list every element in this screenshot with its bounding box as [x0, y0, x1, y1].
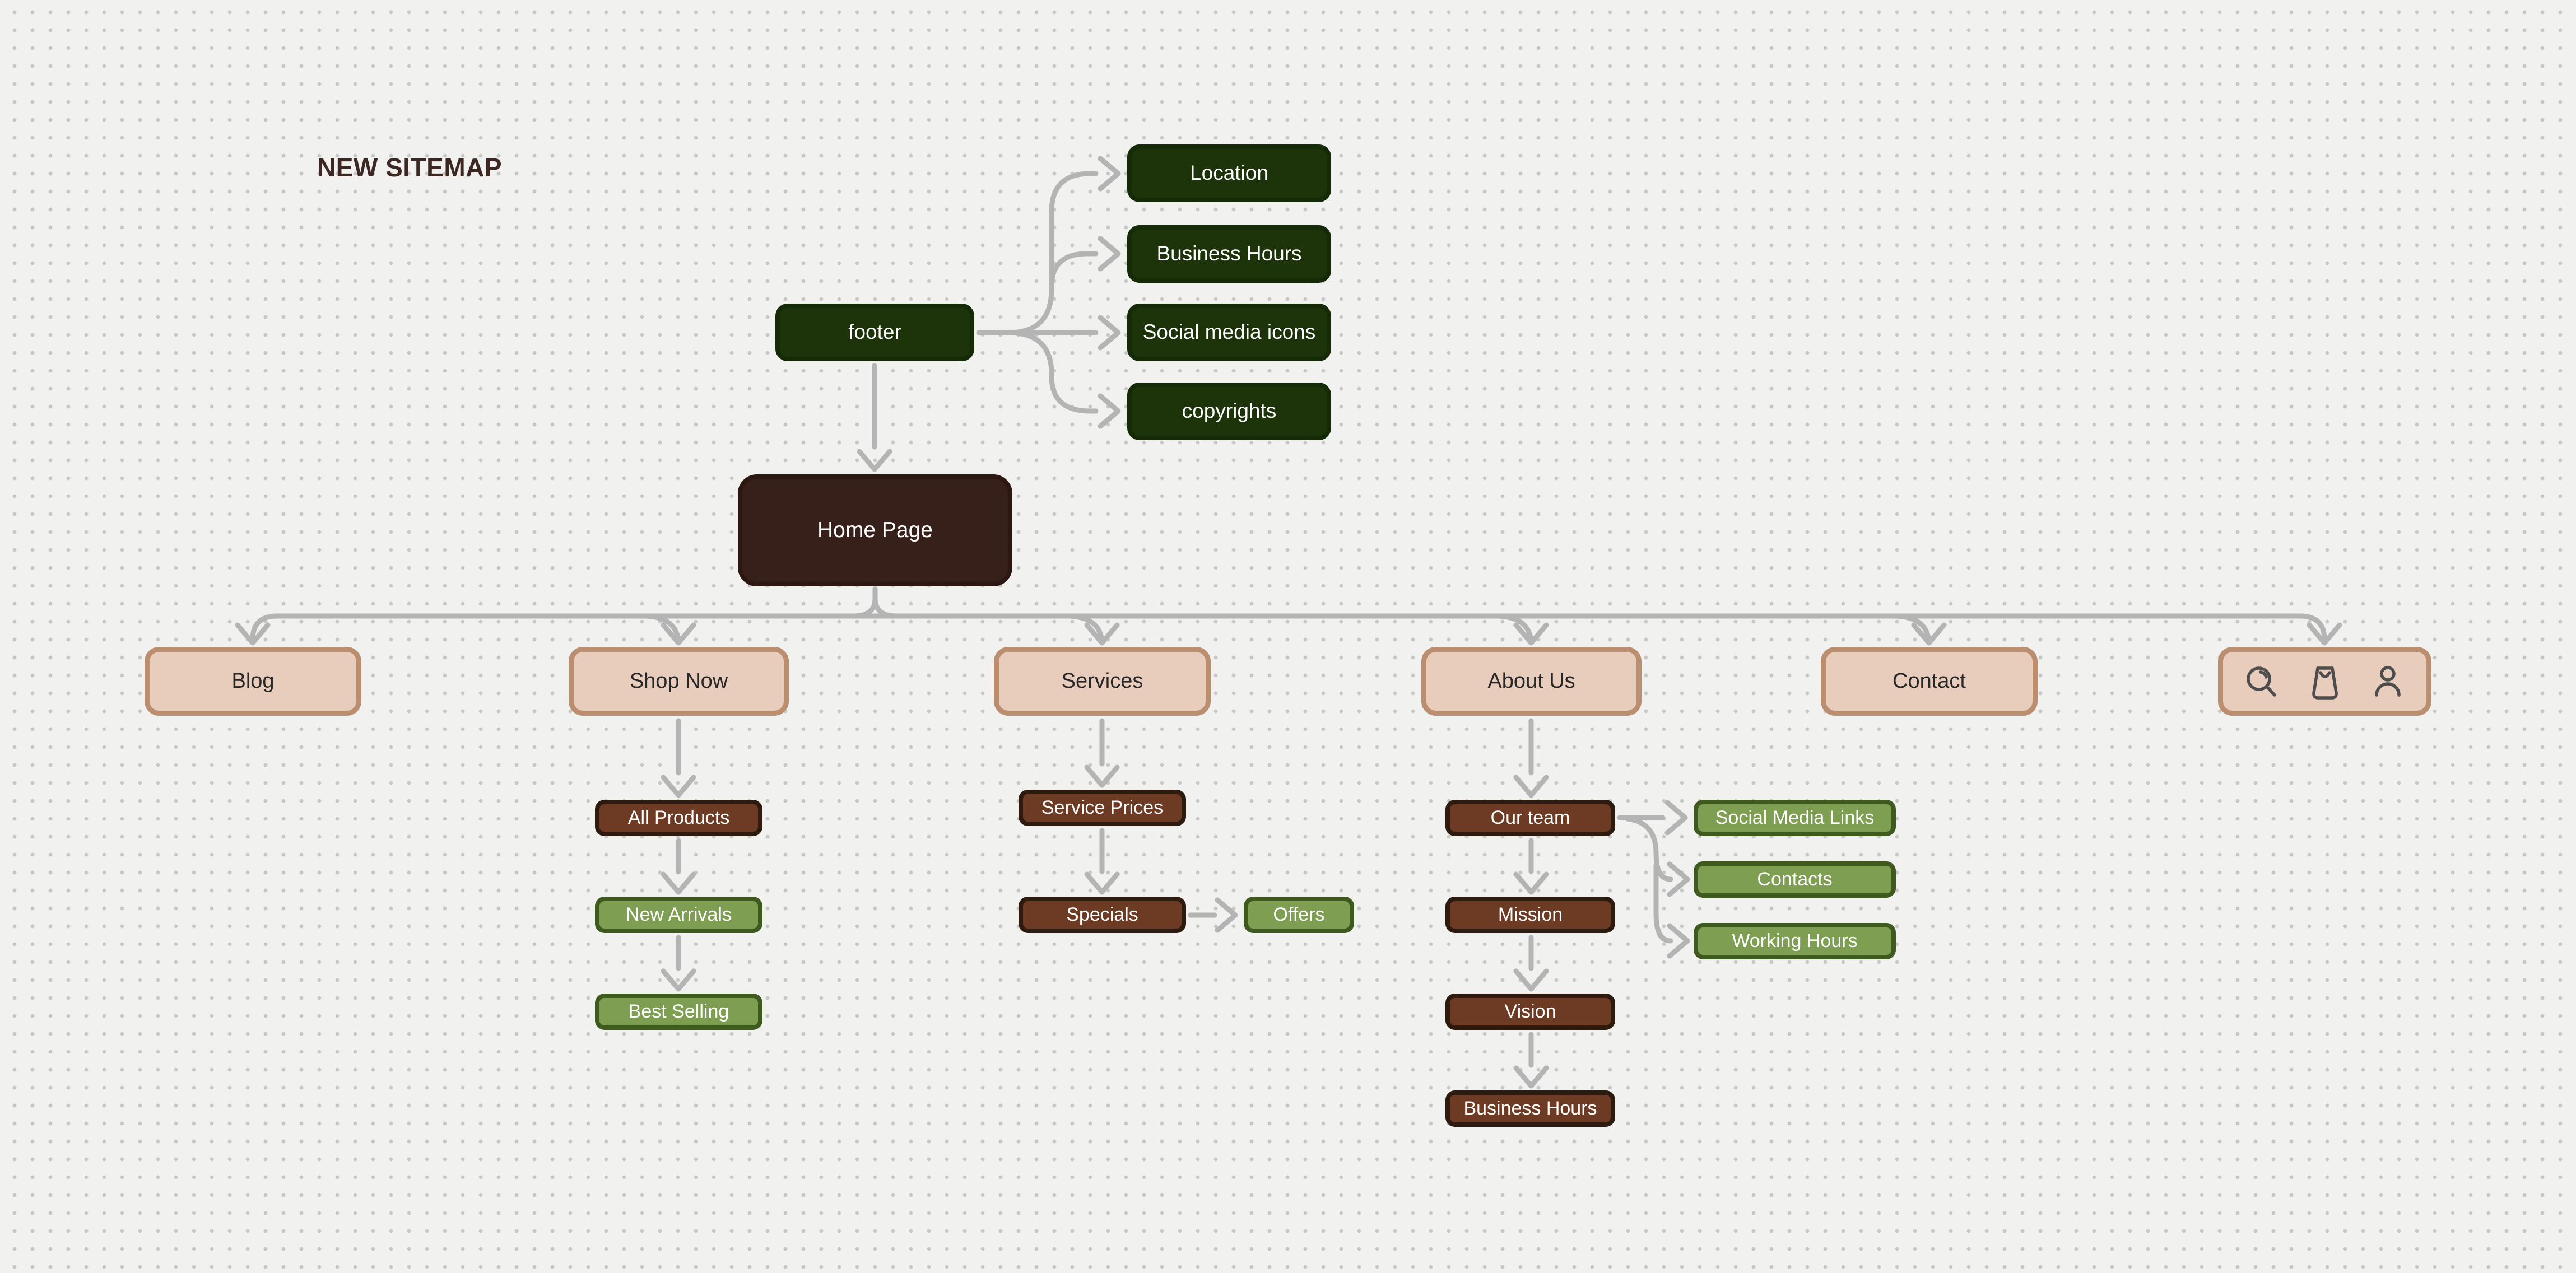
node-label: Shop Now — [629, 669, 728, 693]
node-label: Service Prices — [1041, 796, 1164, 818]
edge-our-team-working-hours[interactable] — [1653, 862, 1690, 959]
node-label: All Products — [627, 806, 730, 828]
node-label: Mission — [1498, 903, 1563, 925]
edge-home-page-about-us[interactable] — [1496, 613, 1549, 646]
user-icon — [2374, 665, 2401, 697]
node-vision[interactable]: Vision — [1445, 994, 1615, 1030]
edge-footer-social-media-icons[interactable] — [976, 315, 1121, 351]
node-business-hours[interactable]: Business Hours — [1127, 225, 1331, 283]
node-label: Our team — [1490, 806, 1570, 828]
node-header-icons[interactable] — [2218, 647, 2431, 716]
node-label: Business Hours — [1463, 1097, 1597, 1119]
node-location[interactable]: Location — [1127, 144, 1331, 202]
node-label: copyrights — [1182, 399, 1277, 423]
node-specials[interactable]: Specials — [1019, 897, 1186, 933]
edge-home-page-services[interactable] — [1067, 613, 1120, 646]
node-offers[interactable]: Offers — [1244, 897, 1354, 933]
node-label: Contacts — [1757, 868, 1833, 890]
node-working-hours[interactable]: Working Hours — [1694, 923, 1896, 959]
node-contacts[interactable]: Contacts — [1694, 861, 1896, 898]
node-contact[interactable]: Contact — [1821, 647, 2038, 716]
edge-new-arrivals-best-selling[interactable] — [661, 935, 696, 992]
edge-our-team-mission[interactable] — [1513, 838, 1549, 895]
node-our-team[interactable]: Our team — [1445, 800, 1615, 836]
shopping-bag-icon — [2312, 666, 2338, 700]
edge-service-prices-specials[interactable] — [1084, 828, 1120, 895]
node-social-media-icons[interactable]: Social media icons — [1127, 304, 1331, 361]
node-new-arrivals[interactable]: New Arrivals — [595, 897, 762, 933]
node-about-us[interactable]: About Us — [1421, 647, 1642, 716]
node-home-page[interactable]: Home Page — [738, 474, 1012, 586]
node-all-products[interactable]: All Products — [595, 800, 762, 836]
edge-footer-location[interactable] — [1006, 156, 1121, 335]
node-copyrights[interactable]: copyrights — [1127, 383, 1331, 440]
edge-vision-business-hours[interactable] — [1513, 1032, 1549, 1089]
node-label: New Arrivals — [626, 903, 732, 925]
edge-footer-business-hours[interactable] — [1049, 236, 1121, 290]
edge-our-team-contacts[interactable] — [1625, 816, 1690, 897]
canvas-title[interactable]: NEW SITEMAP — [317, 153, 503, 182]
node-label: About Us — [1487, 669, 1575, 693]
node-label: Working Hours — [1732, 930, 1858, 952]
edge-about-us-our-team[interactable] — [1513, 718, 1549, 798]
edge-mission-vision[interactable] — [1513, 935, 1549, 992]
header-icons-row — [2244, 663, 2406, 700]
node-label: Vision — [1504, 1000, 1556, 1022]
node-blog[interactable]: Blog — [145, 647, 361, 716]
edge-shop-now-all-products[interactable] — [661, 718, 696, 798]
node-label: Business Hours — [1156, 242, 1302, 265]
node-mission[interactable]: Mission — [1445, 897, 1615, 933]
edge-footer-copyrights[interactable] — [1006, 330, 1121, 429]
node-label: footer — [848, 320, 901, 344]
node-services[interactable]: Services — [994, 647, 1211, 716]
node-footer[interactable]: footer — [775, 304, 974, 361]
edge-services-service-prices[interactable] — [1084, 718, 1120, 788]
edge-home-page-contact[interactable] — [1894, 613, 1947, 646]
node-label: Offers — [1273, 903, 1325, 925]
search-icon — [2246, 666, 2276, 697]
node-business-hours-about[interactable]: Business Hours — [1445, 1090, 1615, 1127]
node-label: Specials — [1066, 903, 1138, 925]
edge-footer-home-page[interactable] — [857, 363, 892, 472]
edge-home-page-rail[interactable] — [235, 586, 2342, 646]
node-label: Best Selling — [628, 1000, 729, 1022]
node-best-selling[interactable]: Best Selling — [595, 994, 762, 1030]
edge-specials-offers[interactable] — [1188, 897, 1238, 933]
node-label: Social media icons — [1142, 320, 1316, 344]
node-label: Contact — [1893, 669, 1966, 693]
node-service-prices[interactable]: Service Prices — [1019, 790, 1186, 826]
node-label: Location — [1190, 161, 1268, 185]
node-label: Services — [1061, 669, 1143, 693]
node-label: Home Page — [817, 517, 933, 542]
node-social-media-links[interactable]: Social Media Links — [1694, 800, 1896, 836]
node-label: Blog — [231, 669, 275, 693]
node-label: Social Media Links — [1715, 806, 1875, 828]
edge-all-products-new-arrivals[interactable] — [661, 838, 696, 895]
node-shop-now[interactable]: Shop Now — [569, 647, 789, 716]
edge-home-page-shop-now[interactable] — [643, 613, 696, 646]
